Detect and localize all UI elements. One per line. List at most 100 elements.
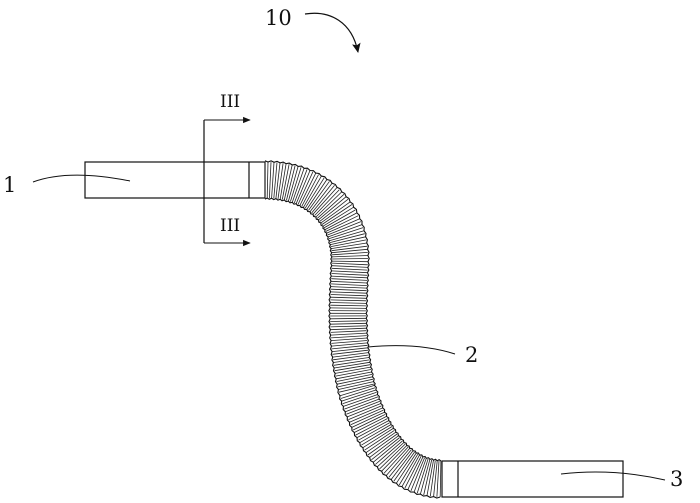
bellows-rib: [330, 307, 367, 309]
bellows-outer-edge: [264, 197, 441, 499]
bellows-rib: [315, 191, 342, 218]
bellows-rib: [439, 460, 442, 498]
bellows-rib: [331, 242, 367, 249]
bellows-rib: [331, 340, 368, 344]
bellows-rib: [373, 438, 402, 463]
bellows-rib: [303, 175, 322, 208]
bellows-rib: [331, 342, 368, 347]
assembly-ref-arrow: [304, 12, 361, 53]
bellows: [264, 160, 442, 499]
bellows-rib: [348, 405, 382, 420]
bellows-rib: [420, 459, 431, 495]
ref-label-outlet-pipe: 3: [670, 467, 683, 491]
bellows-rib: [283, 164, 293, 201]
bellows-rib: [337, 376, 373, 385]
bellows-rib: [326, 218, 360, 234]
bellows-rib: [319, 198, 349, 222]
ref-label-bellows: 2: [465, 343, 478, 367]
bellows-corrugations: [264, 161, 442, 498]
bellows-rib: [396, 452, 417, 484]
bellows-rib: [377, 442, 405, 468]
bellows-rib: [329, 230, 365, 242]
bellows-rib: [352, 413, 386, 431]
bellows-rib: [331, 260, 369, 263]
bellows-rib: [426, 460, 434, 496]
bellows-rib: [346, 400, 381, 415]
leader-inlet-pipe: [32, 174, 131, 183]
bellows-rib: [369, 435, 399, 458]
bellows-rib: [429, 460, 436, 497]
bellows-rib: [330, 322, 367, 325]
bellows-rib: [388, 449, 412, 478]
bellows-rib: [330, 302, 367, 304]
bellows-rib: [273, 162, 278, 199]
bellows-rib: [361, 426, 393, 446]
assembly-ref-label: 10: [265, 6, 292, 30]
bellows-rib: [331, 270, 368, 274]
bellows-rib: [336, 371, 372, 380]
bellows-rib: [359, 424, 392, 444]
bellows-rib: [330, 291, 367, 294]
bellows-rib: [365, 431, 397, 453]
bellows-rib: [433, 460, 438, 497]
bellows-rib: [332, 352, 369, 358]
bellows-rib: [308, 181, 330, 211]
bellows-rib: [334, 364, 371, 372]
outlet-pipe: [441, 460, 624, 498]
bellows-rib: [335, 369, 372, 377]
inlet-pipe: [84, 161, 266, 199]
bellows-rib: [340, 387, 376, 399]
bellows-rib: [324, 212, 358, 230]
bellows-rib: [355, 418, 388, 436]
bellows-rib: [413, 458, 427, 493]
bellows-rib: [330, 332, 367, 336]
bellows-rib: [295, 170, 311, 204]
bellows-rib: [331, 258, 369, 260]
bellows-rib: [330, 239, 367, 247]
bellows-rib: [401, 454, 420, 487]
bellows-rib: [314, 189, 340, 216]
bellows-rib: [333, 357, 370, 363]
bellows-rib: [331, 265, 368, 268]
bellows-rib: [271, 162, 275, 199]
bellows-rib: [328, 224, 363, 238]
bellows-rib: [344, 396, 379, 410]
bellows-rib: [331, 262, 368, 266]
bellows-rib: [304, 177, 325, 209]
bellows-rib: [381, 445, 408, 472]
bellows-rib: [338, 383, 375, 393]
bellows-rib: [330, 296, 367, 299]
ref-label-inlet-pipe: 1: [3, 173, 16, 197]
bellows-rib: [328, 227, 364, 240]
bellows-rib: [327, 221, 362, 236]
bellows-rib: [286, 165, 296, 201]
bellows-rib: [385, 448, 411, 476]
bellows-rib: [330, 327, 367, 331]
bellows-rib: [423, 459, 433, 496]
bellows-rib: [333, 359, 370, 366]
bellows-rib: [323, 209, 356, 229]
bellows-rib: [354, 416, 387, 433]
bellows-rib: [321, 204, 353, 225]
bellows-rib: [330, 325, 367, 328]
bellows-rib: [358, 422, 390, 441]
bellows-rib: [279, 163, 287, 200]
bellows-rib: [393, 451, 415, 482]
bellows-rib: [330, 236, 366, 245]
bellows-rib: [332, 347, 368, 352]
bellows-rib: [325, 215, 359, 232]
bellows-rib: [390, 450, 414, 480]
bellows-rib: [269, 162, 272, 199]
bellows-rib: [356, 420, 389, 438]
bellows-rib: [316, 194, 345, 219]
bellows-rib: [330, 294, 367, 297]
section-label-top: III: [220, 92, 240, 112]
bellows-rib: [293, 169, 308, 204]
bellows-rib: [331, 278, 368, 281]
bellows-rib: [416, 458, 429, 494]
section-line: III III: [203, 92, 251, 247]
bellows-rib: [281, 164, 290, 200]
bellows-rib: [337, 378, 374, 388]
bellows-rib: [343, 394, 378, 407]
bellows-rib: [330, 317, 367, 320]
